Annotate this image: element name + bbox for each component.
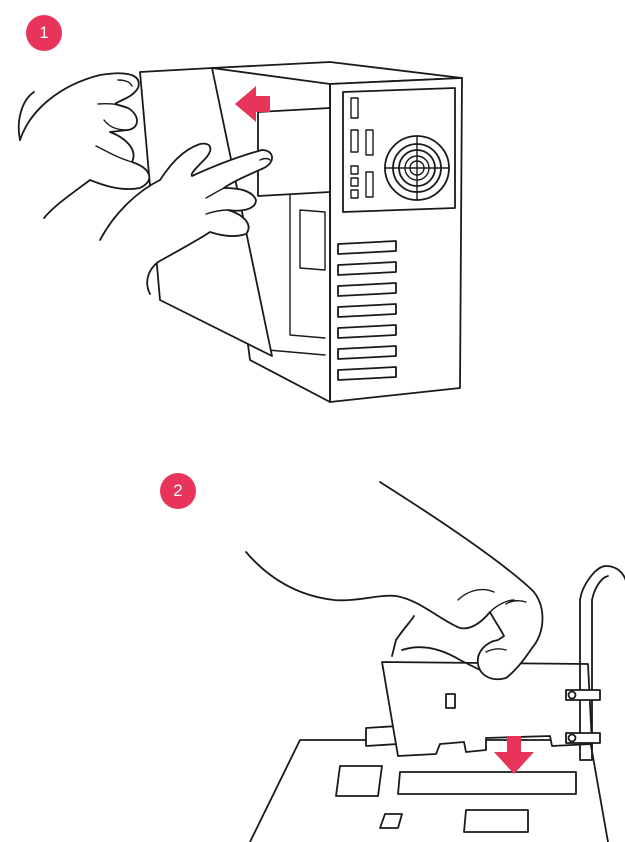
bracket-tab-bottom <box>566 733 600 743</box>
arrow-down-icon <box>494 736 534 774</box>
bracket-tab-top <box>566 690 600 700</box>
motherboard <box>250 740 608 842</box>
hand <box>246 482 543 679</box>
card-component <box>446 694 455 708</box>
chip <box>464 810 528 832</box>
memory-chip <box>336 766 382 796</box>
pcie-slot <box>398 772 576 794</box>
small-chip <box>380 814 402 828</box>
